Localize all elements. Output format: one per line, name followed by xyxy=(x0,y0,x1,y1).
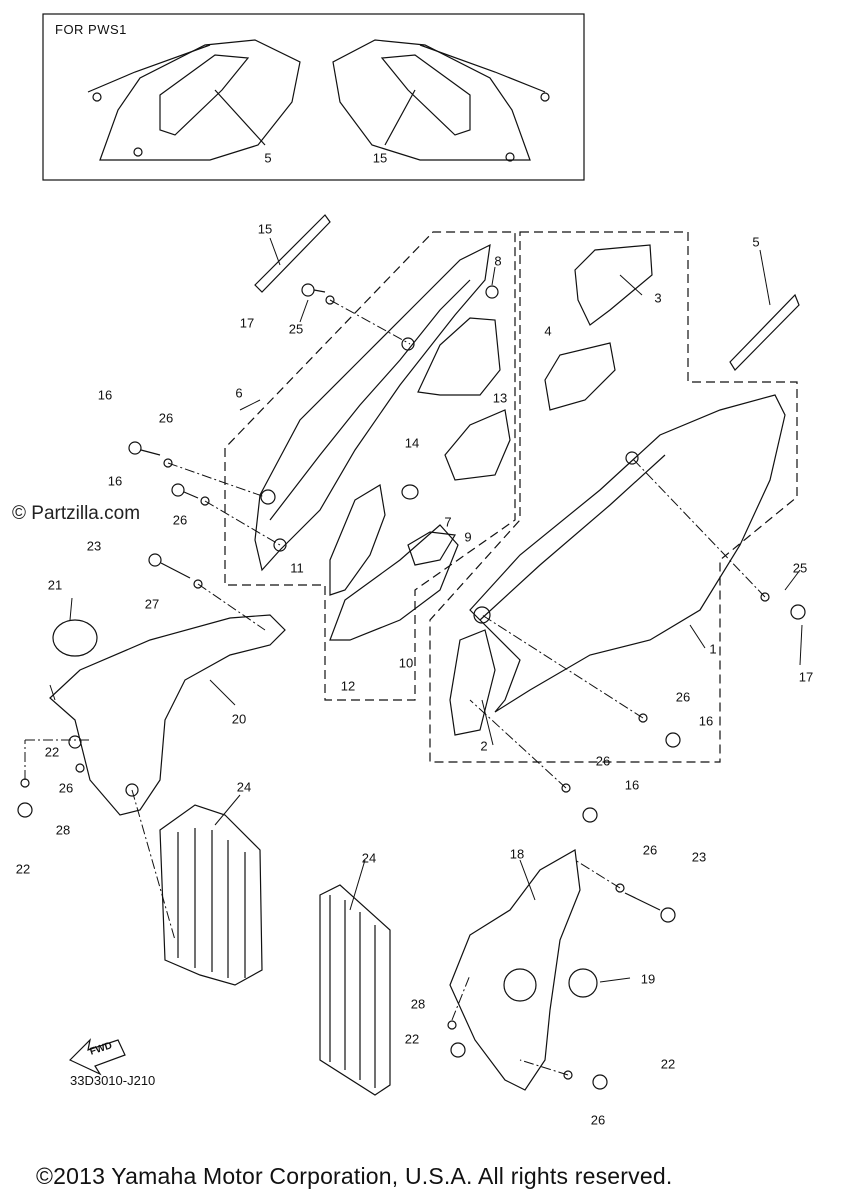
callout-1: 1 xyxy=(709,641,717,657)
callout-22a: 22 xyxy=(44,744,60,760)
callout-16a: 16 xyxy=(97,387,113,403)
callout-26c: 26 xyxy=(675,689,691,705)
side-cover-left xyxy=(254,243,491,572)
callout-26e: 26 xyxy=(595,753,611,769)
callout-3: 3 xyxy=(654,290,662,306)
callout-14: 14 xyxy=(404,435,420,451)
part-2 xyxy=(449,629,496,736)
callout-28a: 28 xyxy=(55,822,71,838)
callout-11: 11 xyxy=(290,560,304,576)
inset-left-plate xyxy=(99,39,301,161)
inset-label: FOR PWS1 xyxy=(55,22,127,37)
callout-9: 9 xyxy=(464,529,472,545)
radiator-left xyxy=(159,804,263,986)
callout-22d: 22 xyxy=(660,1056,676,1072)
callout-24a: 24 xyxy=(236,779,252,795)
inset-callout-5: 5 xyxy=(264,150,272,166)
decal-4 xyxy=(544,342,616,411)
inset-callout-15: 15 xyxy=(372,150,388,166)
callout-20: 20 xyxy=(231,711,247,727)
callout-8: 8 xyxy=(494,253,502,269)
callout-23b: 23 xyxy=(691,849,707,865)
grommet-7 xyxy=(401,484,419,500)
left-cover-group-frame xyxy=(224,231,516,701)
callout-22b: 22 xyxy=(15,861,31,877)
callout-17: 17 xyxy=(239,315,255,331)
part-12 xyxy=(329,524,459,641)
copyright-notice: ©2013 Yamaha Motor Corporation, U.S.A. A… xyxy=(36,1163,673,1189)
leader-lines xyxy=(49,237,803,983)
callout-2: 2 xyxy=(480,738,488,754)
callout-18: 18 xyxy=(509,846,525,862)
part-11 xyxy=(329,484,386,596)
callout-19: 19 xyxy=(640,971,656,987)
callout-25b: 25 xyxy=(792,560,808,576)
radiator-shroud-20 xyxy=(49,614,286,816)
watermark: © Partzilla.com xyxy=(12,503,141,524)
diagram-code: 33D3010-J210 xyxy=(70,1073,156,1088)
callout-5: 5 xyxy=(752,234,760,250)
callout-27: 27 xyxy=(144,596,160,612)
callout-7: 7 xyxy=(444,514,452,530)
callout-23a: 23 xyxy=(86,538,102,554)
decal-3 xyxy=(574,244,653,326)
callout-16b: 16 xyxy=(107,473,123,489)
callout-26f: 26 xyxy=(642,842,658,858)
radiator-right xyxy=(319,884,391,1096)
callout-22c: 22 xyxy=(404,1031,420,1047)
callout-26g: 26 xyxy=(590,1112,606,1128)
part-9 xyxy=(407,531,456,566)
side-cover-right xyxy=(469,394,786,713)
callout-4: 4 xyxy=(544,323,552,339)
callout-12: 12 xyxy=(340,678,356,694)
inset-frame xyxy=(42,13,585,181)
badge-19 xyxy=(568,968,598,998)
inset-right-plate xyxy=(332,39,531,161)
callout-6: 6 xyxy=(235,385,243,401)
callout-16d: 16 xyxy=(624,777,640,793)
part-14 xyxy=(444,409,511,481)
right-cover-group-frame xyxy=(429,231,798,763)
callout-24b: 24 xyxy=(361,850,377,866)
part-13 xyxy=(417,317,501,396)
callout-28b: 28 xyxy=(410,996,426,1012)
callout-13: 13 xyxy=(492,390,508,406)
callout-10: 10 xyxy=(398,655,414,671)
radiator-shroud-18 xyxy=(449,849,581,1091)
callout-17b: 17 xyxy=(798,669,814,685)
callout-21: 21 xyxy=(47,577,63,593)
decal-5 xyxy=(729,293,800,371)
callout-26a: 26 xyxy=(158,410,174,426)
callout-26b: 26 xyxy=(172,512,188,528)
fwd-arrow xyxy=(68,1038,126,1076)
callout-15: 15 xyxy=(257,221,273,237)
decal-15 xyxy=(254,214,331,293)
callout-25: 25 xyxy=(288,321,304,337)
fasteners xyxy=(17,283,806,1090)
emblem-21 xyxy=(52,619,98,657)
callout-26d: 26 xyxy=(58,780,74,796)
callout-16c: 16 xyxy=(698,713,714,729)
